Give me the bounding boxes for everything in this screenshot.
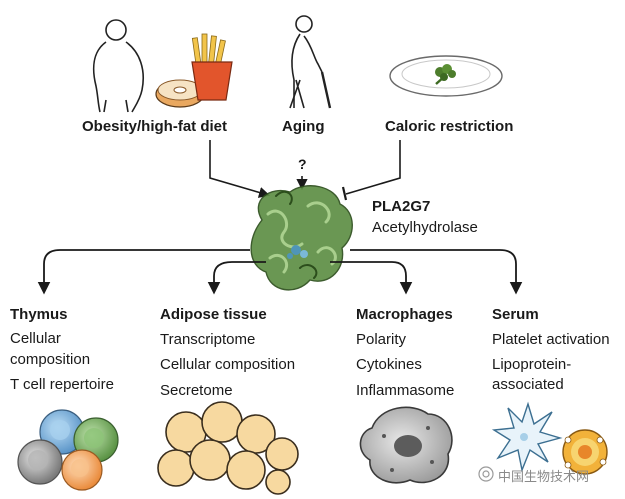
adipose-title: Adipose tissue <box>160 306 267 323</box>
protein-description: Acetylhydrolase <box>372 219 478 236</box>
french-fries-icon <box>191 33 233 101</box>
lipoprotein-icon <box>562 429 608 475</box>
adipose-item: Cellular composition <box>160 356 296 373</box>
plate-broccoli-icon <box>389 55 503 97</box>
elderly-person-cane-icon <box>289 15 332 109</box>
serum-item: Lipoprotein- <box>492 356 572 373</box>
caloric-restriction-label: Caloric restriction <box>385 118 514 135</box>
fat-cells-icon <box>157 401 299 495</box>
macrophages-arrow <box>330 261 413 295</box>
thymus-item: T cell repertoire <box>10 376 114 393</box>
aging-label: Aging <box>282 118 325 135</box>
obesity-arrow <box>209 140 271 198</box>
thymus-item: Cellular <box>10 330 61 347</box>
watermark-text: 中国生物技术网 <box>498 469 590 484</box>
thymus-title: Thymus <box>10 306 68 323</box>
macrophages-title: Macrophages <box>356 306 453 323</box>
macrophage-icon <box>359 406 453 484</box>
serum-item: associated <box>492 376 564 393</box>
serum-arrow <box>350 249 523 295</box>
watermark-logo-icon <box>478 466 494 482</box>
person-silhouette-icon <box>92 19 144 113</box>
macrophages-item: Polarity <box>356 331 407 348</box>
macrophages-item: Inflammasome <box>356 382 455 399</box>
protein-name: PLA2G7 <box>372 198 431 215</box>
thymus-arrow <box>37 249 250 295</box>
platelet-icon <box>491 401 563 473</box>
adipose-item: Transcriptome <box>160 331 256 348</box>
aging-unknown-mark: ? <box>298 156 307 172</box>
caloric-inhibition-line <box>341 140 401 201</box>
adipose-item: Secretome <box>160 382 233 399</box>
thymus-cells-icon <box>17 409 119 491</box>
serum-item: Platelet activation <box>492 331 610 348</box>
serum-title: Serum <box>492 306 539 323</box>
macrophages-item: Cytokines <box>356 356 422 373</box>
adipose-arrow <box>207 261 266 295</box>
protein-structure-icon <box>250 185 353 291</box>
thymus-item: composition <box>10 351 91 368</box>
obesity-label: Obesity/high-fat diet <box>82 118 228 135</box>
